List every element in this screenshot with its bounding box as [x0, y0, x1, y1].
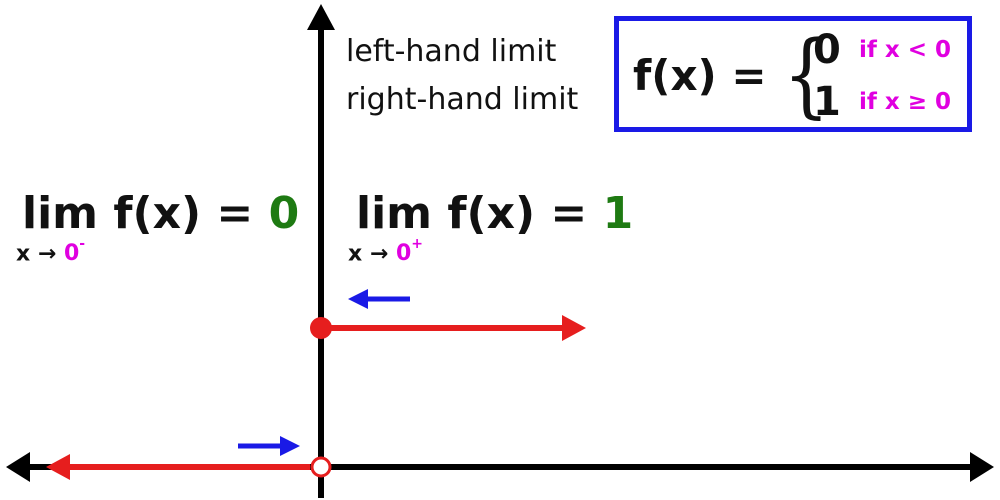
right-limit-value: 1 — [602, 188, 634, 239]
left-limit-expression: lim f(x) = — [22, 188, 254, 239]
left-limit-subscript: x → 0- — [16, 236, 86, 267]
piecewise-case0-value: 0 — [813, 27, 841, 73]
piecewise-lhs: f(x) = — [633, 51, 767, 100]
right-limit-sub-point: 0+ — [395, 236, 424, 267]
left-hand-limit-label: left-hand limit — [346, 34, 557, 69]
left-limit-sub-point: 0- — [63, 236, 86, 267]
piecewise-definition-box: f(x) = { 0 if x < 0 1 if x ≥ 0 — [614, 16, 972, 132]
x-axis-right-arrowhead — [970, 452, 994, 482]
piecewise-brace: { — [782, 21, 830, 128]
approach-arrow-from-left-head — [280, 436, 300, 456]
closed-dot-endpoint — [310, 317, 332, 339]
left-limit-sub-sign: - — [79, 236, 86, 252]
approach-arrow-from-right-head — [348, 289, 368, 309]
left-limit-value: 0 — [268, 188, 300, 239]
graph-left-arrowhead — [46, 454, 70, 480]
y-axis-up-arrowhead — [307, 4, 335, 30]
piecewise-case0-condition: if x < 0 — [859, 37, 952, 63]
left-limit-statement: lim f(x) = 0 — [22, 188, 299, 239]
right-limit-statement: lim f(x) = 1 — [356, 188, 633, 239]
right-limit-sub-sign: + — [411, 236, 424, 252]
open-circle-endpoint — [310, 456, 332, 478]
x-axis-left-arrowhead — [6, 452, 30, 482]
left-limit-sub-var: x → — [16, 241, 57, 267]
piecewise-case1-condition: if x ≥ 0 — [859, 89, 952, 115]
right-limit-sub-var: x → — [348, 241, 389, 267]
right-hand-limit-label: right-hand limit — [346, 82, 579, 117]
piecewise-case1-value: 1 — [813, 79, 841, 125]
right-limit-subscript: x → 0+ — [348, 236, 424, 267]
graph-right-arrowhead — [562, 315, 586, 341]
right-limit-expression: lim f(x) = — [356, 188, 588, 239]
